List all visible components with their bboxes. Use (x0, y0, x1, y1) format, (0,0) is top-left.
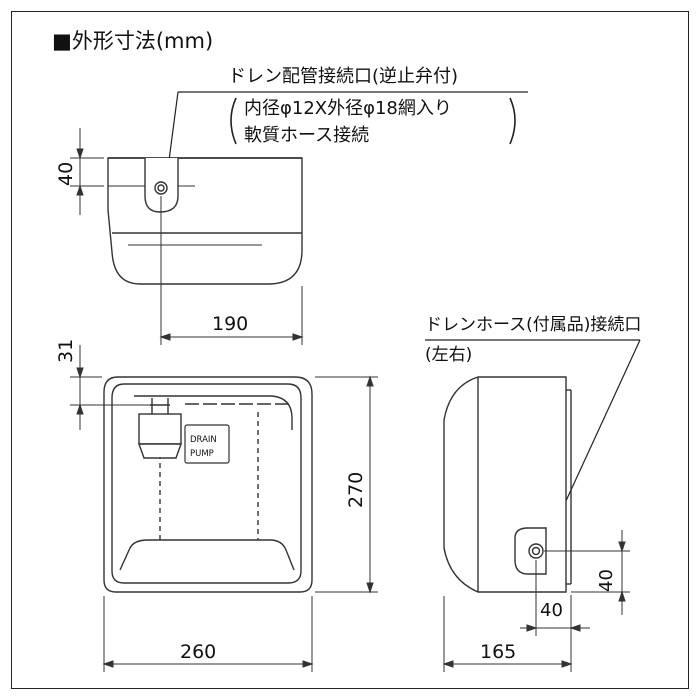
top-view (107, 157, 303, 285)
dim-top-depth: 40 (55, 162, 77, 186)
drawing-title: ■外形寸法(mm) (52, 29, 213, 53)
dim-side-outlet-offset: 40 (540, 600, 563, 621)
side-view-dimensions (442, 530, 630, 672)
drain-outlet-callout-line2: 内径φ12X外径φ18網入り (244, 98, 452, 119)
top-view-dimensions (70, 128, 304, 345)
dim-top-width: 190 (212, 313, 248, 335)
dim-front-top-offset: 31 (55, 339, 77, 363)
drain-outlet-callout-line1: ドレン配管接続口(逆止弁付) (228, 66, 458, 87)
dim-side-depth: 165 (480, 641, 516, 663)
front-view-dimensions (70, 345, 378, 672)
dim-front-height: 270 (345, 472, 367, 508)
dim-front-width: 260 (180, 641, 216, 663)
side-view (443, 376, 572, 593)
hose-outlet-callout-line2: (左右) (425, 345, 472, 365)
drain-pump-label-line2: PUMP (190, 449, 214, 459)
paren-right (509, 97, 516, 145)
drain-outlet-callout-line3: 軟質ホース接続 (244, 125, 369, 146)
drain-outlet-leader (167, 91, 179, 169)
hose-outlet-callout-line1: ドレンホース(付属品)接続口 (425, 315, 641, 335)
paren-left (230, 97, 237, 145)
front-view (103, 376, 313, 593)
drain-pump-label-line1: DRAIN (190, 435, 217, 445)
dim-side-outlet-height: 40 (596, 569, 617, 592)
